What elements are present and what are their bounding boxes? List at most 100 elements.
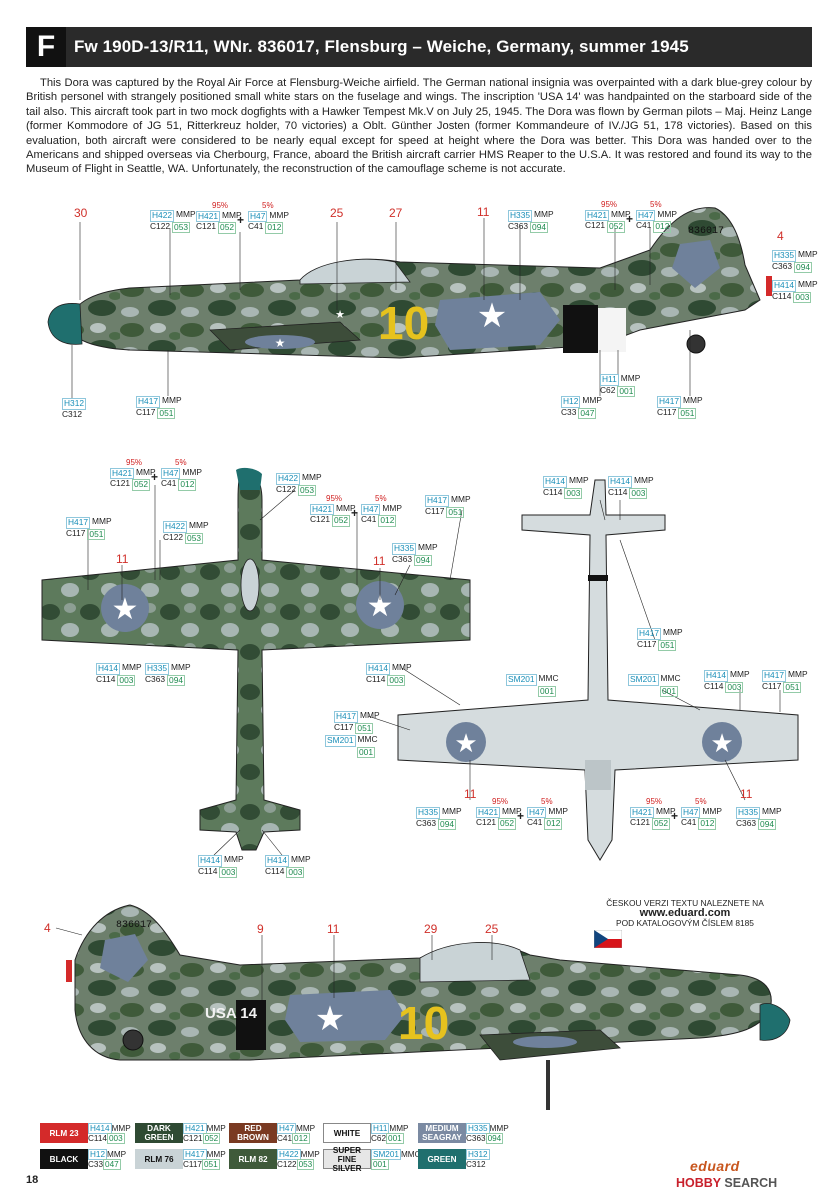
star-icon: ★ [315,999,345,1039]
legend-h-code: H417 [183,1149,207,1160]
callout-number: 11 [116,552,129,566]
star-icon: ★ [710,729,733,759]
legend-h-code: H11 [371,1123,390,1134]
watermark-main: HOBBY [676,1176,721,1190]
legend-n-code: 094 [485,1132,504,1144]
legend-swatch: RLM 76 [135,1149,183,1169]
czech-note-line: POD KATALOGOVÝM ČÍSLEM 8185 [616,918,754,928]
legend-h-code: H422 [277,1149,301,1160]
fuselage-number: 10 [398,997,450,1049]
mix-plus-icon: + [151,470,159,484]
callout-number: 11 [327,922,340,936]
star-icon: ★ [477,296,507,336]
werknummer-marking: 836017 [688,226,725,237]
mix-plus-icon: + [626,212,634,226]
eduard-website-link[interactable]: www.eduard.com [639,907,731,919]
hobbysearch-watermark: HOBBY SEARCH [676,1176,777,1190]
star-icon: ★ [335,308,345,321]
legend-n-code: 003 [106,1132,125,1144]
usa-inscription: USA 14 [205,1005,257,1022]
intro-text: This Dora was captured by the Royal Air … [26,76,812,177]
legend-n-code: 047 [103,1158,121,1170]
callout-number: 4 [44,921,51,935]
callout-number: 25 [485,922,499,936]
eduard-logo: eduard [690,1158,740,1174]
star-icon: ★ [454,729,477,759]
leader-lines [55,218,781,1000]
czech-flag-icon [594,930,622,948]
callout-number: 4 [777,229,784,243]
callout-number: 30 [74,206,88,220]
legend-n-code: 051 [201,1158,220,1170]
legend-h-code: H421 [183,1123,207,1134]
legend-h-code: H414 [88,1123,112,1134]
legend-h-code: H335 [466,1123,490,1134]
legend-n-code: 052 [202,1132,221,1144]
callout-number: 11 [740,787,753,801]
legend-brand: MMP [389,1124,409,1133]
legend-c-code: C62 [371,1133,387,1143]
paint-code-h312: H312 C312 [62,398,87,419]
mix-plus-icon: + [517,809,525,823]
legend-h-code: H47 [277,1123,297,1134]
legend-swatch: WHITE [323,1123,371,1143]
legend-h-code: SM201 [371,1149,401,1160]
legend-c-code: C117 [183,1159,202,1169]
star-icon: ★ [112,592,139,627]
legend-c-code: C122 [277,1159,297,1169]
legend-n-code: 012 [292,1132,310,1144]
legend-n-code: 001 [386,1132,404,1144]
legend-c-code: C114 [88,1133,107,1143]
legend-swatch: SUPER FINE SILVER [323,1146,371,1173]
legend-n-code: 001 [371,1158,389,1170]
profile-right-view [66,904,791,1110]
callout-number: 9 [257,922,264,936]
legend-brand: MMP [489,1124,509,1133]
callout-number: 29 [424,922,438,936]
page-number: 18 [26,1174,39,1186]
legend-swatch: GREEN [418,1149,466,1169]
legend-c-code: C312 [466,1159,486,1169]
profile-title: Fw 190D-13/R11, WNr. 836017, Flensburg –… [74,37,689,56]
mix-plus-icon: + [671,809,679,823]
legend-brand: MMP [206,1124,226,1133]
intro-paragraph: This Dora was captured by the Royal Air … [26,77,812,176]
mix-plus-icon: + [237,213,245,227]
legend-swatch: RLM 23 [40,1123,88,1143]
legend-c-code: C41 [277,1133,293,1143]
